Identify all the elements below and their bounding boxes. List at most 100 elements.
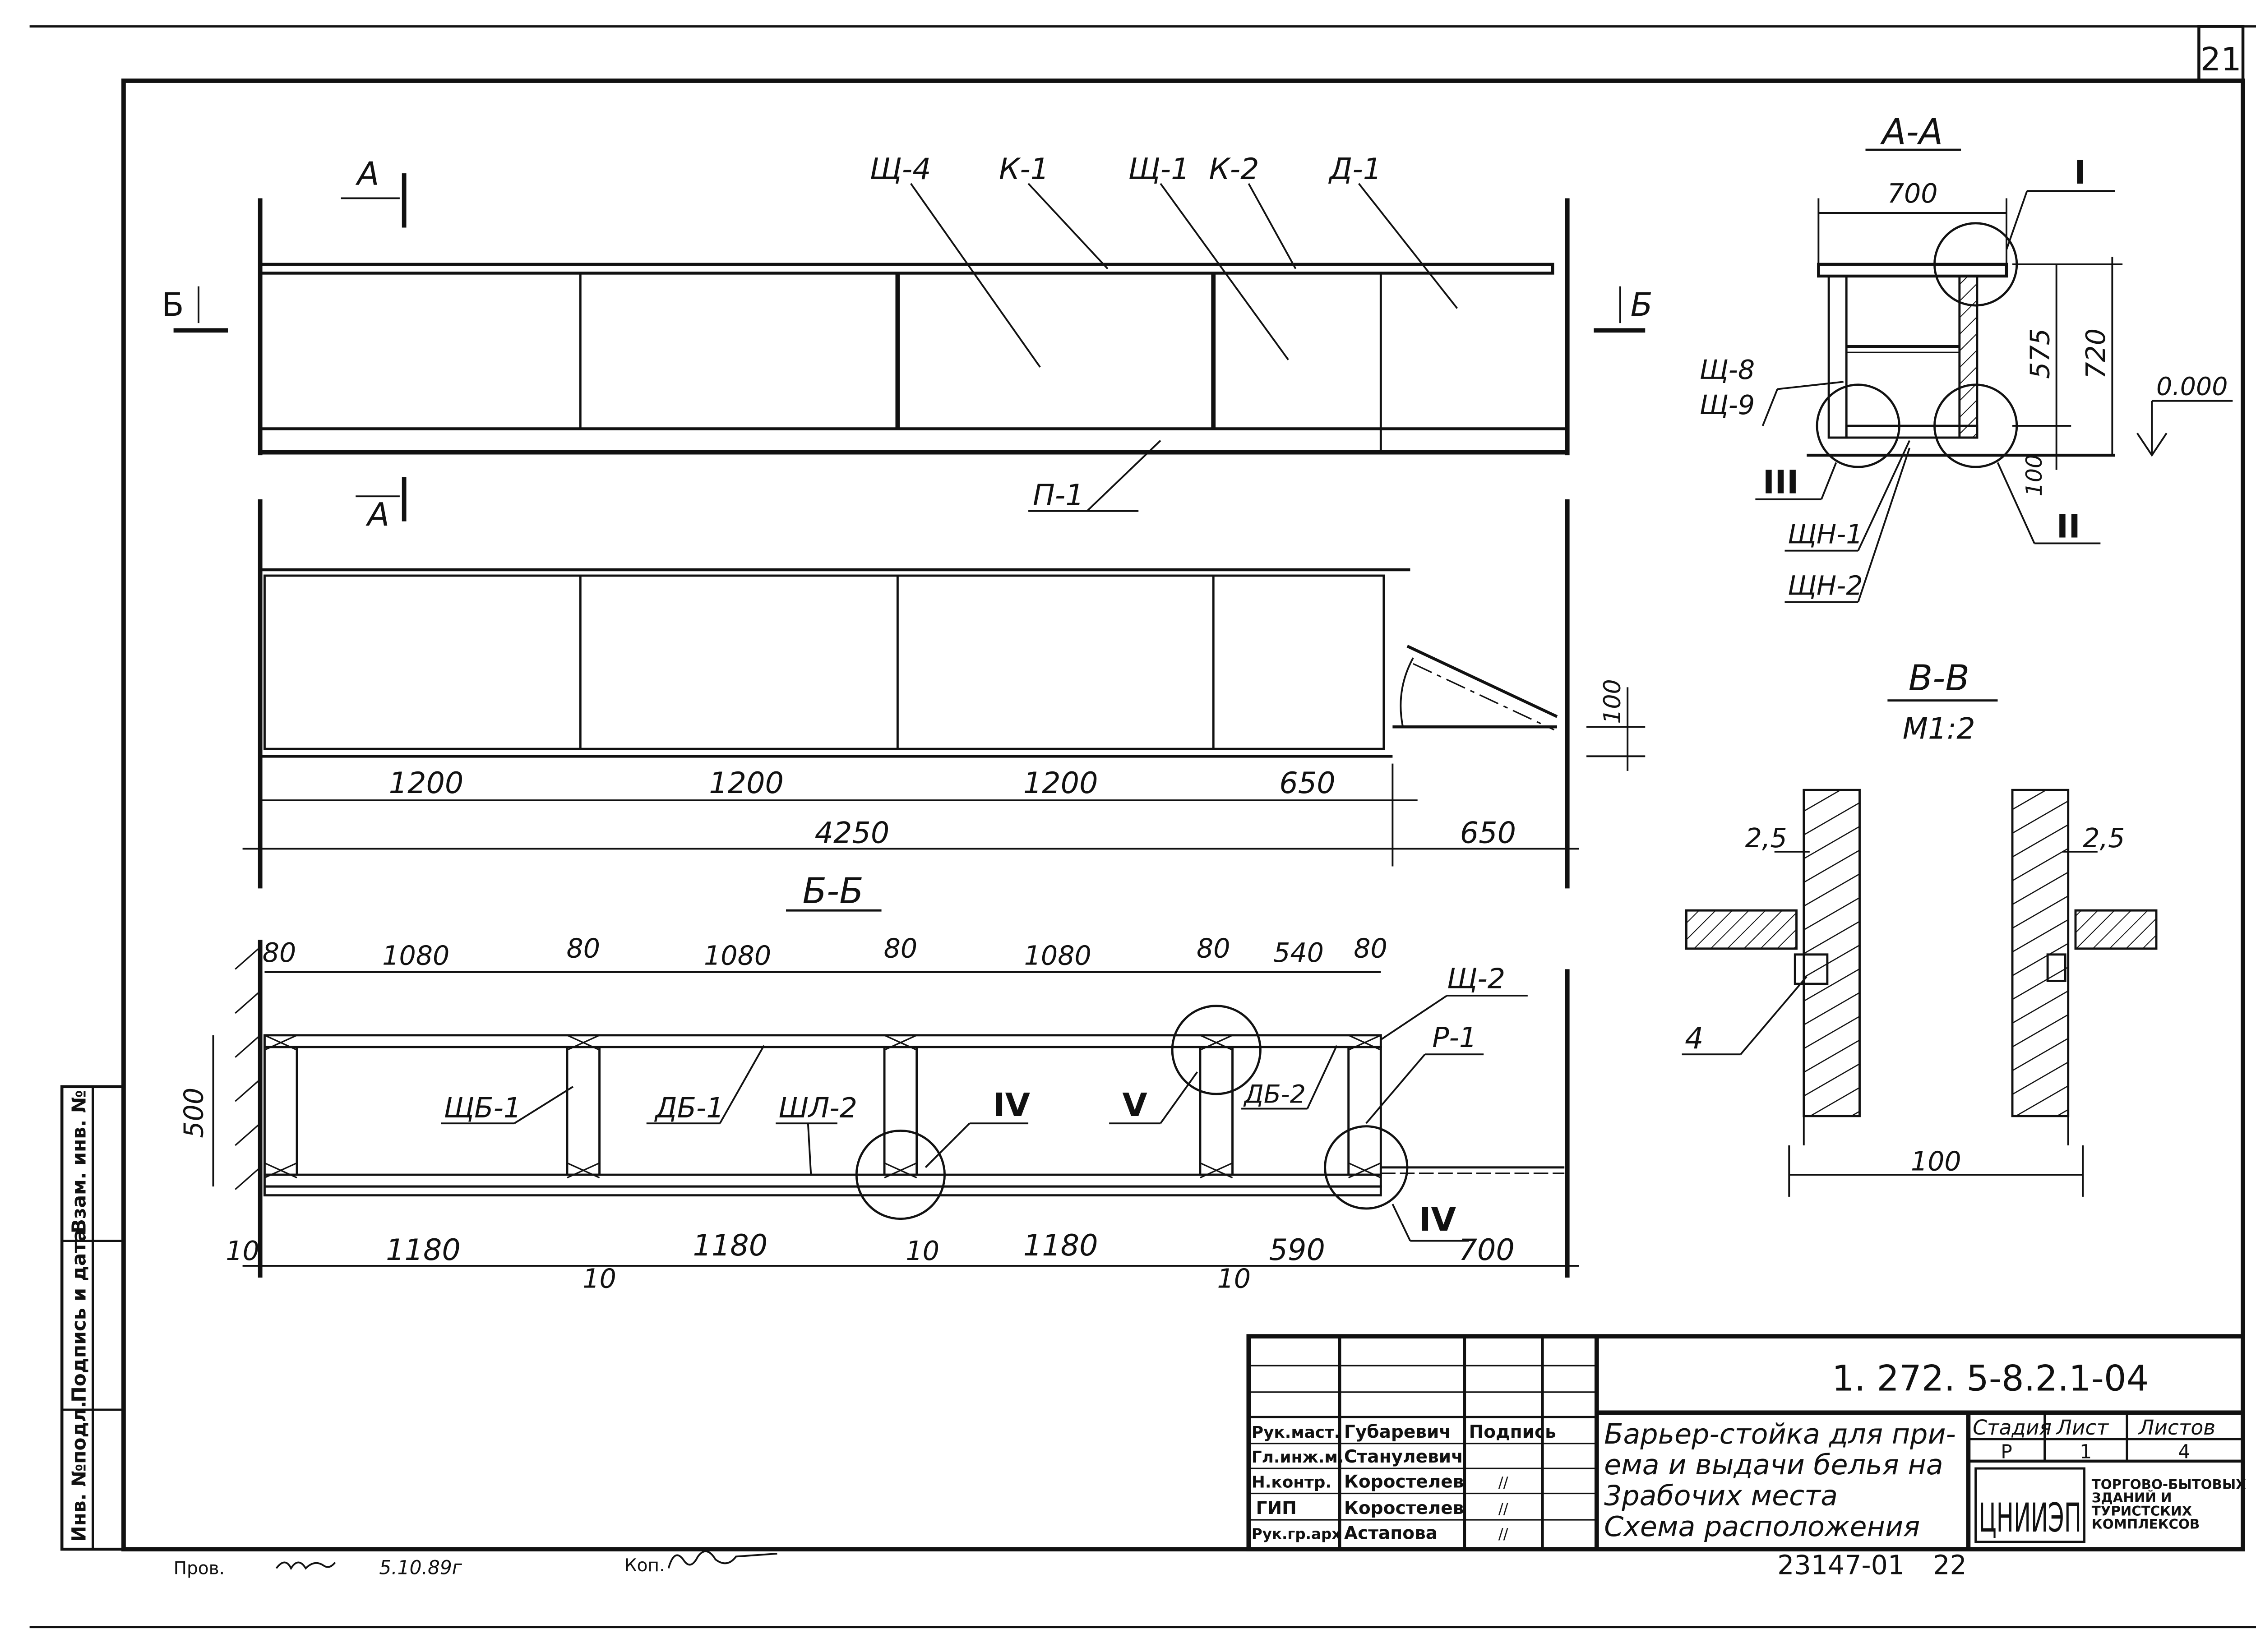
sheet-label: Лист xyxy=(2056,1416,2109,1440)
vzam-inv-label: Взам. инв. № xyxy=(68,1090,90,1233)
cut-mark-a-top: А xyxy=(356,155,379,193)
aa-node-ii: II xyxy=(2057,508,2080,545)
bb-dim-top-80-b: 80 xyxy=(567,933,601,964)
vv-dim-2-5-left: 2,5 xyxy=(1745,823,1787,854)
stage-label: Стадия xyxy=(1973,1416,2052,1440)
staff-role-2: Гл.инж.м. xyxy=(1252,1448,1344,1467)
kop-label: Коп. xyxy=(624,1555,665,1576)
bb-dim-bot-700: 700 xyxy=(1459,1233,1515,1267)
sheets-value: 4 xyxy=(2178,1440,2190,1463)
bb-dim-bot-10-a: 10 xyxy=(226,1236,259,1266)
aa-node-i: I xyxy=(2074,154,2086,191)
title-line-1: Барьер-стойка для при- xyxy=(1604,1418,1956,1450)
left-stamp-strip xyxy=(60,1085,125,1551)
prov-signature xyxy=(275,1561,336,1570)
prov-label: Пров. xyxy=(174,1558,225,1578)
bb-node-iv-b: IV xyxy=(1419,1201,1456,1238)
section-vv-title: В-В xyxy=(1909,658,1969,699)
label-p-1: П-1 xyxy=(1033,479,1084,512)
bb-dim-bot-10-c: 10 xyxy=(906,1236,939,1266)
staff-role-1: Рук.маст. xyxy=(1252,1423,1340,1442)
staff-sign-3: // xyxy=(1498,1474,1508,1491)
section-bb-plan xyxy=(212,940,1579,1278)
elevation-lower xyxy=(242,499,1646,889)
section-bb-title: Б-Б xyxy=(802,871,863,912)
bb-dim-top-1080-a: 1080 xyxy=(382,941,449,971)
inv-podl-label: Инв. №подл. xyxy=(68,1401,90,1542)
aa-dim-720: 720 xyxy=(2080,328,2111,379)
bb-label-shch-2: Щ-2 xyxy=(1447,963,1505,995)
dim-1200-b: 1200 xyxy=(709,766,784,800)
signature-header: Подпись xyxy=(1469,1422,1556,1442)
aa-label-shch-8: Щ-8 xyxy=(1700,355,1755,385)
org-name-3: ТУРИСТСКИХ xyxy=(2092,1503,2192,1518)
kop-signature xyxy=(667,1550,777,1569)
vv-dim-100: 100 xyxy=(1911,1146,1961,1177)
section-aa-title: А-А xyxy=(1880,111,1943,152)
bb-dim-top-80-e: 80 xyxy=(1354,933,1387,964)
staff-role-5: Рук.гр.арх xyxy=(1252,1525,1341,1542)
vv-dim-2-5-right: 2,5 xyxy=(2083,823,2125,854)
elevation-upper xyxy=(173,173,1646,521)
label-k-2: К-2 xyxy=(1209,152,1259,186)
bb-dim-top-1080-b: 1080 xyxy=(704,941,771,971)
org-name-2: ЗДАНИЙ И xyxy=(2092,1490,2172,1505)
bb-dim-depth-500: 500 xyxy=(179,1088,209,1138)
bb-dim-bot-590: 590 xyxy=(1269,1233,1325,1267)
sheets-label: Листов xyxy=(2138,1416,2215,1440)
label-k-1: К-1 xyxy=(999,152,1049,186)
aa-label-shchn-2: ЩН-2 xyxy=(1788,570,1863,601)
stage-value: Р xyxy=(2001,1440,2012,1463)
bb-node-iv-a: IV xyxy=(993,1086,1031,1124)
staff-name-2: Станулевич xyxy=(1344,1447,1463,1467)
aa-dim-100: 100 xyxy=(2021,454,2047,496)
aa-node-iii: III xyxy=(1763,464,1799,501)
title-line-4: Схема расположения xyxy=(1604,1510,1920,1543)
sheet-number: 21 xyxy=(2201,41,2242,78)
bb-dim-bot-10-b: 10 xyxy=(582,1264,616,1294)
sheet-value: 1 xyxy=(2080,1440,2092,1463)
label-shch-4: Щ-4 xyxy=(870,152,931,186)
dim-1200-a: 1200 xyxy=(389,766,464,800)
aa-dim-700: 700 xyxy=(1887,178,1938,209)
aa-label-shchn-1: ЩН-1 xyxy=(1788,519,1863,549)
dim-1200-c: 1200 xyxy=(1023,766,1098,800)
dim-650-a: 650 xyxy=(1279,766,1335,800)
label-shch-1: Щ-1 xyxy=(1128,152,1189,186)
copy-page: 22 xyxy=(1933,1550,1967,1580)
staff-sign-5: // xyxy=(1498,1525,1508,1542)
bb-dim-top-80-d: 80 xyxy=(1197,933,1230,964)
bb-dim-bot-1180-a: 1180 xyxy=(386,1233,461,1267)
staff-sign-4: // xyxy=(1498,1500,1508,1518)
bb-dim-top-80-a: 80 xyxy=(263,937,296,968)
label-d-1: Д-1 xyxy=(1328,152,1382,186)
staff-name-4: Коростелев xyxy=(1344,1498,1464,1518)
bb-label-shchb-1: ЩБ-1 xyxy=(444,1092,522,1124)
aa-label-shch-9: Щ-9 xyxy=(1700,390,1755,420)
dim-flap-100: 100 xyxy=(1599,679,1626,724)
bb-label-db-1: ДБ-1 xyxy=(654,1092,724,1124)
staff-name-3: Коростелев xyxy=(1344,1472,1464,1492)
cut-mark-a-bottom: А xyxy=(365,496,389,533)
bb-dim-bot-1180-b: 1180 xyxy=(693,1229,767,1263)
staff-name-1: Губаревич xyxy=(1344,1422,1451,1442)
staff-role-3: Н.контр. xyxy=(1252,1473,1331,1491)
staff-name-5: Астапова xyxy=(1344,1523,1438,1543)
section-vv-scale: М1:2 xyxy=(1903,712,1975,746)
prov-date: 5.10.89г xyxy=(379,1556,462,1578)
cut-mark-b-right: Б xyxy=(1631,286,1653,323)
org-logo-text: ЦНИИЭП xyxy=(1979,1495,2081,1541)
bb-label-r-1: Р-1 xyxy=(1432,1021,1477,1054)
copy-code: 23147-01 xyxy=(1777,1550,1905,1580)
dim-4250: 4250 xyxy=(815,816,890,850)
aa-level-0000: 0.000 xyxy=(2156,373,2228,401)
bb-dim-top-80-c: 80 xyxy=(884,933,918,964)
podpis-data-label: Подпись и дата xyxy=(68,1229,90,1402)
title-line-3: 3рабочих места xyxy=(1604,1479,1838,1512)
title-line-2: ема и выдачи белья на xyxy=(1604,1449,1943,1481)
org-name-1: ТОРГОВО-БЫТОВЫХ xyxy=(2092,1477,2246,1492)
sheet-border xyxy=(29,25,2256,1629)
dim-650-b: 650 xyxy=(1460,816,1516,850)
bb-dim-top-540: 540 xyxy=(1273,937,1324,968)
